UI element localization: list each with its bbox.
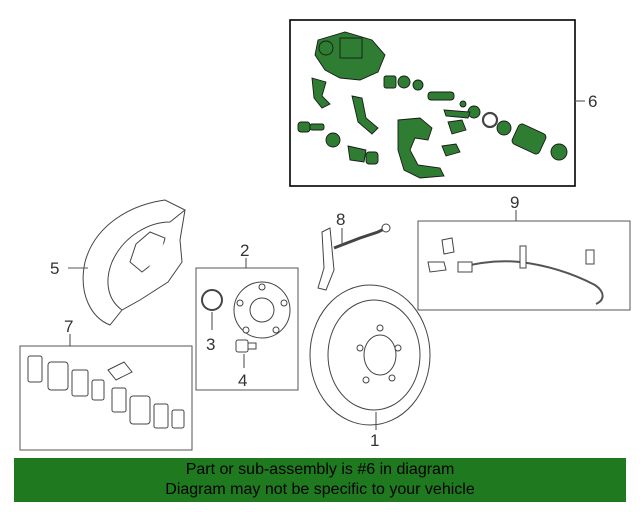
brake-rotor[interactable] bbox=[309, 284, 431, 426]
pad-shim-2 bbox=[71, 369, 89, 397]
splash-shield-outer bbox=[82, 199, 186, 326]
callout-6: 6 bbox=[588, 92, 597, 111]
banner-line-2: Diagram may not be specific to your vehi… bbox=[165, 481, 475, 498]
wear-indicator bbox=[107, 361, 133, 381]
o-ring bbox=[481, 111, 499, 129]
callout-5: 5 bbox=[50, 259, 59, 278]
rotor-hole-2 bbox=[394, 344, 402, 352]
hub-stud-4 bbox=[242, 326, 250, 334]
rotor-hole-1 bbox=[376, 324, 384, 332]
callout-2: 2 bbox=[240, 241, 249, 260]
pad-clip-2 bbox=[171, 409, 185, 429]
callout-1: 1 bbox=[370, 431, 379, 450]
pad-shim-1 bbox=[27, 355, 43, 383]
bushing bbox=[325, 132, 341, 148]
hub-bolt-head bbox=[235, 339, 249, 353]
pin-boot-1 bbox=[383, 75, 397, 89]
pad-shim-4 bbox=[153, 403, 169, 429]
hub-stud-2 bbox=[280, 299, 288, 307]
bleeder-cap bbox=[347, 145, 367, 163]
brake-pads[interactable] bbox=[27, 355, 185, 429]
hose-bracket[interactable] bbox=[317, 223, 391, 291]
caliper-bleeder bbox=[318, 40, 334, 56]
hose-fitting bbox=[381, 223, 391, 233]
splash-shield-inner bbox=[129, 231, 166, 273]
banner-line-1: Part or sub-assembly is #6 in diagram bbox=[185, 461, 455, 478]
wire-clip-2 bbox=[585, 249, 595, 265]
caliper-piston-housing bbox=[339, 37, 363, 59]
clip-3 bbox=[447, 119, 467, 135]
caliper-assembly-box bbox=[289, 19, 576, 187]
bolt-head-1 bbox=[297, 121, 311, 133]
sensor-connector bbox=[457, 261, 473, 273]
bolt-shaft-1 bbox=[309, 123, 325, 131]
pad-clip-1 bbox=[91, 379, 105, 401]
hub-stud-3 bbox=[272, 326, 280, 334]
sensor-wire bbox=[457, 260, 604, 305]
info-banner: Part or sub-assembly is #6 in diagram Di… bbox=[14, 458, 626, 502]
piston-seal bbox=[496, 120, 512, 136]
clip-4 bbox=[441, 143, 461, 157]
rotor-hub-hole bbox=[363, 334, 397, 376]
rotor-hole-4 bbox=[362, 376, 370, 384]
clip-2 bbox=[351, 95, 379, 135]
hub-bolt-shaft bbox=[247, 342, 257, 350]
rotor-hole-5 bbox=[356, 344, 364, 352]
splash-shield[interactable] bbox=[82, 199, 186, 326]
callout-9: 9 bbox=[510, 193, 519, 212]
pad-shim-3 bbox=[111, 387, 127, 413]
guide-pin-1 bbox=[427, 91, 455, 101]
clip-5 bbox=[443, 109, 471, 119]
brake-pads-box bbox=[19, 345, 193, 451]
abs-sensor-box bbox=[417, 220, 631, 311]
pin-tip bbox=[459, 100, 467, 108]
splash-shield-edge bbox=[121, 209, 186, 311]
washer-1 bbox=[397, 75, 411, 89]
hub-center bbox=[249, 297, 275, 323]
piston-cap bbox=[550, 143, 568, 161]
bolt-head-2 bbox=[365, 151, 379, 165]
caliper-assembly[interactable] bbox=[289, 19, 576, 187]
hub-assembly-box bbox=[195, 267, 299, 391]
pad-1 bbox=[47, 361, 69, 391]
abs-sensor[interactable] bbox=[427, 237, 604, 305]
sensor-clip bbox=[427, 261, 447, 273]
bracket-arm bbox=[317, 227, 335, 291]
hub-seal bbox=[201, 289, 223, 311]
hub-stud-5 bbox=[236, 299, 244, 307]
callout-3: 3 bbox=[206, 335, 215, 354]
clip-1 bbox=[311, 77, 331, 109]
sensor-grommet bbox=[441, 237, 455, 255]
hub-assembly[interactable] bbox=[201, 281, 291, 353]
callout-8: 8 bbox=[336, 210, 345, 229]
callout-7: 7 bbox=[64, 317, 73, 336]
pad-2 bbox=[129, 395, 151, 425]
piston bbox=[511, 123, 547, 155]
rotor-hole-3 bbox=[388, 374, 396, 382]
callout-4: 4 bbox=[238, 371, 247, 390]
hub-stud-1 bbox=[258, 283, 266, 291]
caliper-bracket bbox=[397, 117, 445, 179]
washer-2 bbox=[412, 79, 424, 91]
wire-clip bbox=[519, 245, 527, 269]
